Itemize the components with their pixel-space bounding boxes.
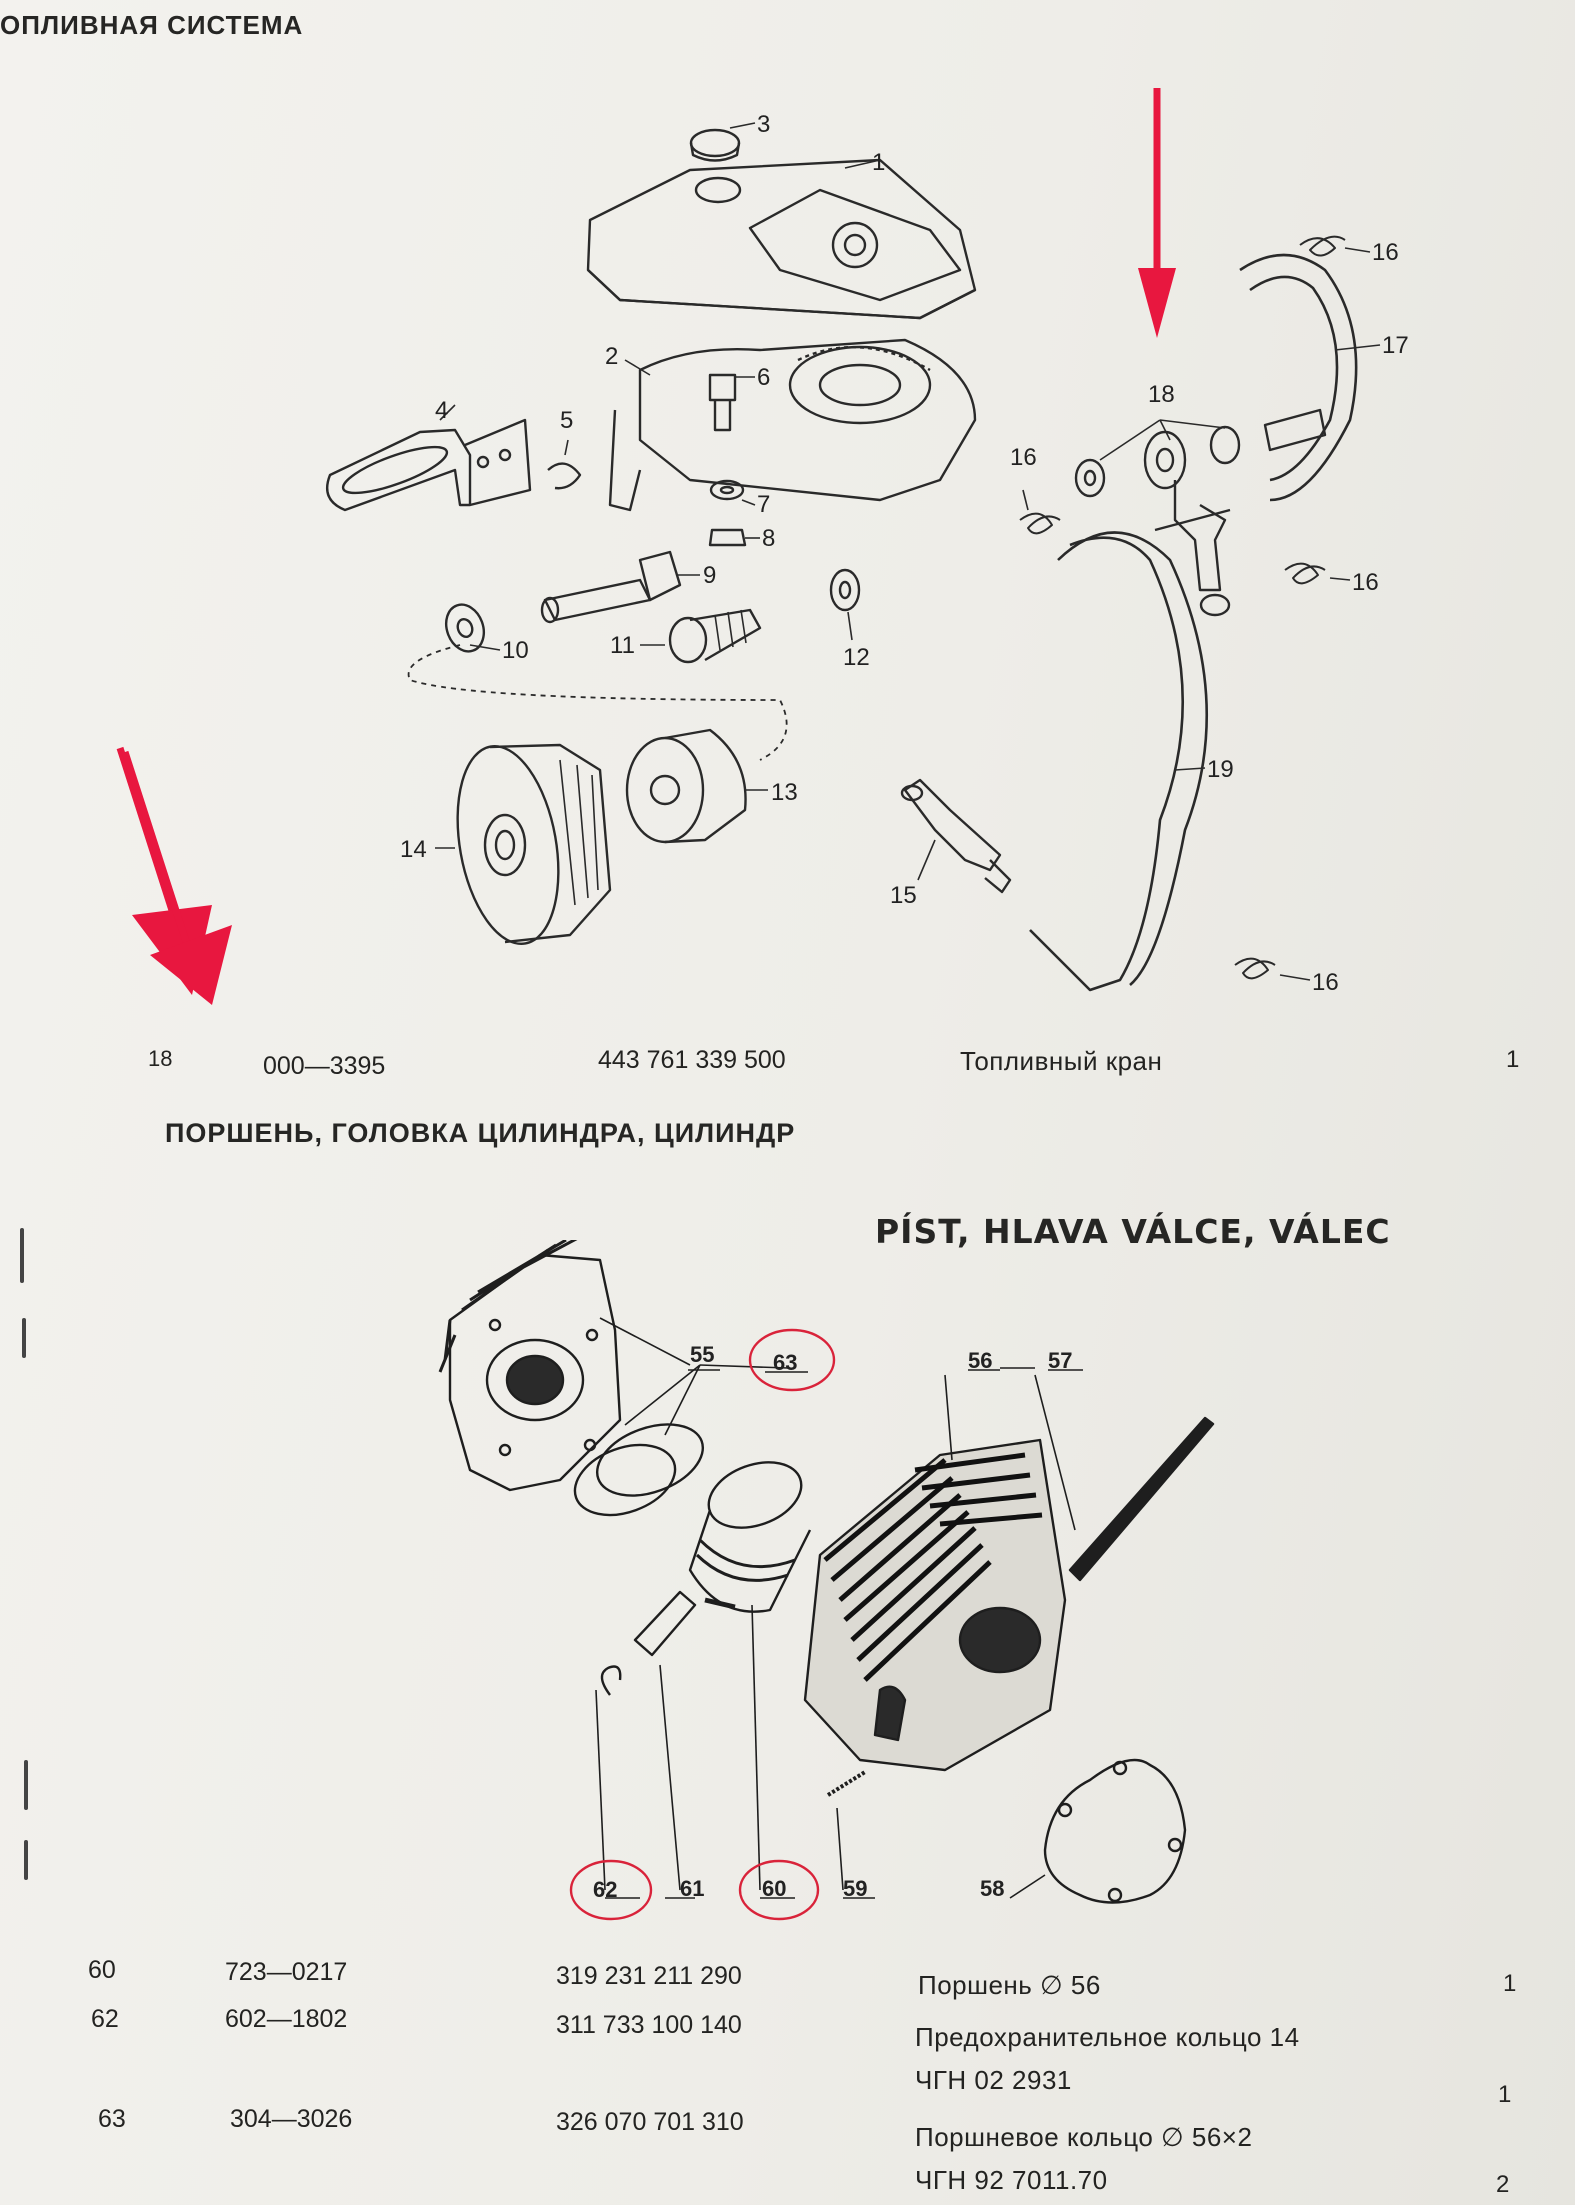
label-2: 2 [605,343,618,370]
fuel-system-heading: ОПЛИВНАЯ СИСТЕМА [0,10,304,40]
part-quantity: 1 [1498,2081,1512,2108]
gasket-part [1043,1758,1187,1904]
label-8: 8 [762,525,775,552]
binding-mark [20,1228,24,1283]
label-1: 1 [872,149,885,176]
part-position: 18 [148,1046,173,1071]
highlight-circle-60 [738,1859,820,1921]
part-position: 62 [91,2005,119,2033]
stud-part [1068,1416,1215,1582]
tank-bracket-part [608,338,977,512]
label-12: 12 [843,644,870,671]
part-number: 319 231 211 290 [556,1962,742,1990]
highlight-circles [569,1328,836,1921]
label-16b: 16 [1010,444,1037,471]
part-position: 60 [88,1956,116,1984]
fuel-hose-short-part [1239,253,1358,502]
label-60: 60 [762,1876,786,1901]
arrow-down-icon [1138,88,1176,338]
circlip-part [600,1665,622,1696]
label-58: 58 [980,1876,1004,1901]
part-code: 602—1802 [225,2005,348,2033]
label-59: 59 [843,1876,867,1901]
part-code: 723—0217 [225,1958,348,1986]
label-6: 6 [757,364,770,391]
label-19: 19 [1207,756,1234,783]
label-63: 63 [773,1350,797,1375]
label-61: 61 [680,1876,704,1901]
label-16a: 16 [1372,239,1399,266]
cylinder-head-part [438,1240,622,1492]
part-code: 304—3026 [230,2105,353,2133]
label-14: 14 [400,836,427,863]
label-16c: 16 [1352,569,1379,596]
label-11: 11 [610,632,635,659]
fuel-system-exploded-diagram: 1 2 3 4 5 6 7 8 9 10 11 12 13 14 15 16 1… [325,111,1409,996]
label-9: 9 [703,562,716,589]
piston-cylinder-exploded-diagram: 55 56 57 58 59 60 61 62 63 [438,1240,1215,1921]
piston-part [688,1461,812,1613]
piston-section-heading-ru: ПОРШЕНЬ, ГОЛОВКА ЦИЛИНДРА, ЦИЛИНДР [165,1118,796,1148]
binding-mark [22,1318,26,1358]
label-18: 18 [1148,381,1175,408]
part-number: 311 733 100 140 [556,2011,742,2039]
label-3: 3 [757,111,770,138]
label-57: 57 [1048,1348,1072,1373]
part-quantity: 2 [1496,2171,1510,2198]
starter-hub-part [625,728,747,844]
part-name: Предохранительное кольцо 14 [915,2022,1300,2052]
label-4: 4 [435,397,448,424]
part-name: Поршневое кольцо ∅ 56×2 [915,2122,1253,2152]
label-13: 13 [771,779,798,806]
part-number: 326 070 701 310 [556,2108,744,2136]
part-name: Топливный кран [960,1046,1163,1076]
annotation-arrows [116,88,1176,1005]
fuel-hose-long-part [1029,531,1208,992]
fuel-filter-part [900,778,1012,894]
bearing-part [444,603,486,653]
part-quantity: 1 [1506,1046,1520,1073]
label-16d: 16 [1312,969,1339,996]
part-code: 000—3395 [263,1052,386,1080]
piston-ring-part [595,1423,705,1497]
highlight-circle-63 [748,1328,836,1392]
label-56: 56 [968,1348,992,1373]
label-62: 62 [593,1877,617,1902]
fuel-tap-part [1074,408,1327,617]
arrow-diagonal-icon [116,746,232,1005]
flywheel-part [456,743,612,946]
binding-mark [24,1840,28,1880]
part-standard: ЧГН 92 7011.70 [915,2165,1108,2195]
label-15: 15 [890,882,917,909]
label-55: 55 [690,1342,714,1367]
part-position: 63 [98,2105,126,2133]
spring-part [826,1770,867,1797]
label-7: 7 [757,491,770,518]
piston-ring-part [573,1443,677,1517]
label-17: 17 [1382,332,1409,359]
mounting-bracket-part [325,418,532,512]
fuel-tank-part [586,158,977,320]
binding-mark [24,1760,28,1810]
label-5: 5 [560,407,573,434]
part-standard: ЧГН 02 2931 [915,2065,1072,2095]
part-number: 443 761 339 500 [598,1046,786,1074]
cylinder-part [803,1438,1067,1772]
part-name: Поршень ∅ 56 [918,1970,1101,2000]
part-quantity: 1 [1503,1970,1517,1997]
piston-pin-part [633,1590,697,1657]
piston-section-heading-cz: PÍST, HLAVA VÁLCE, VÁLEC [875,1212,1391,1251]
highlight-circle-62 [569,1859,653,1921]
label-10: 10 [502,637,529,664]
